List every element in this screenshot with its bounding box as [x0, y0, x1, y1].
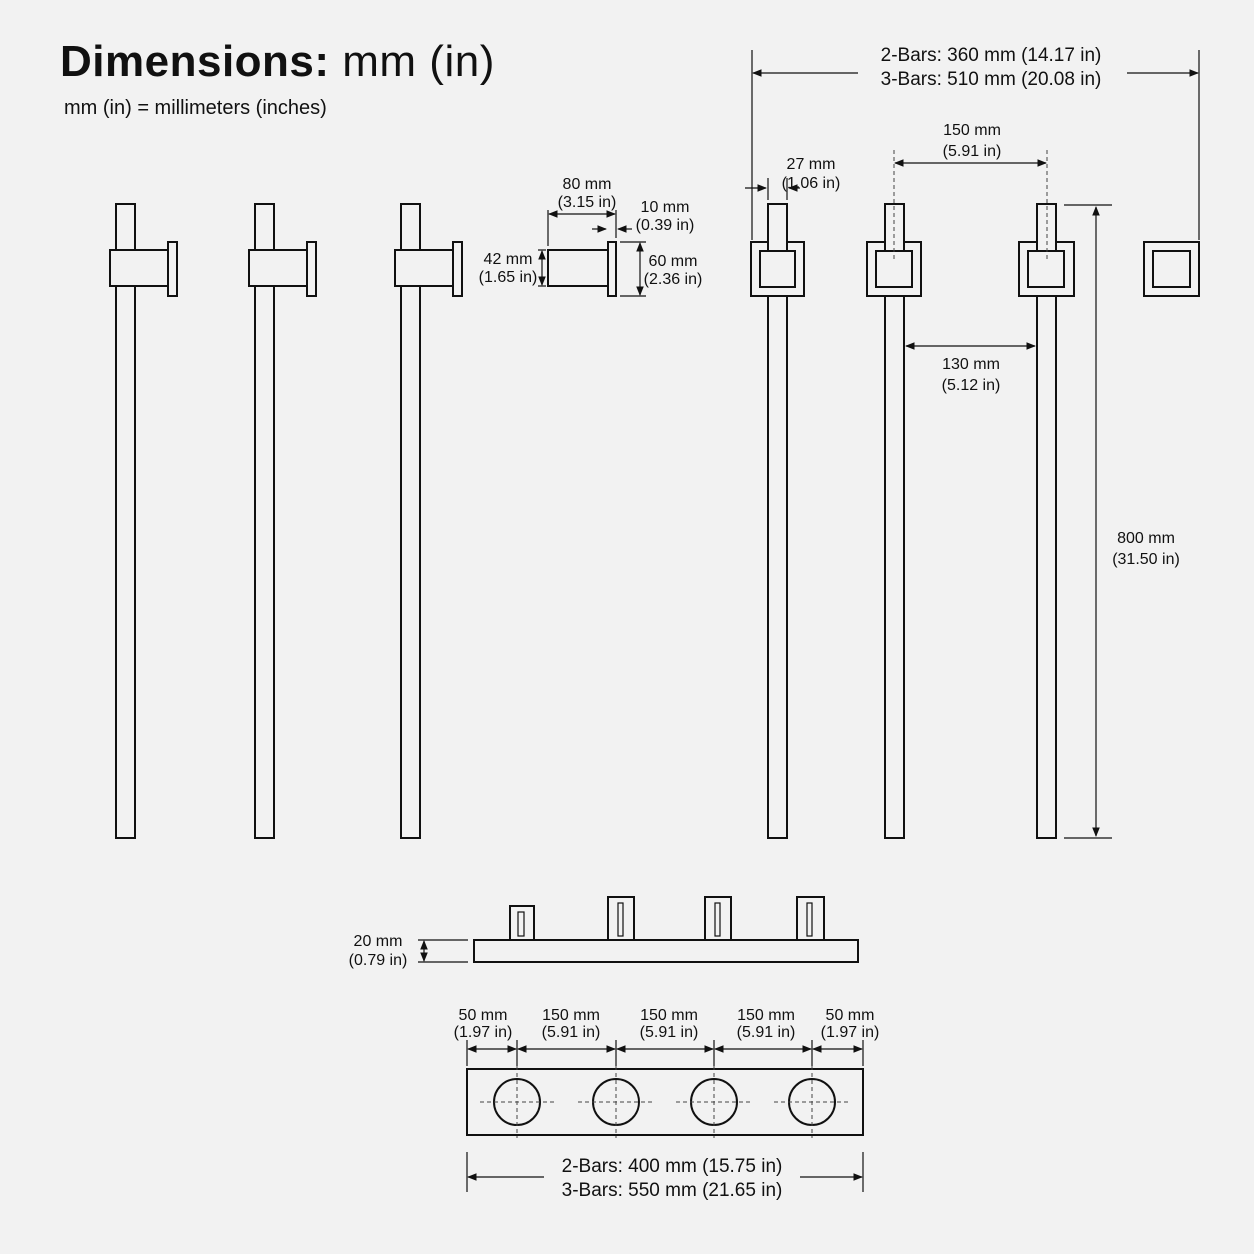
end-cap-view	[1143, 241, 1200, 297]
bar-spacing-in-label: (5.91 in)	[943, 143, 1002, 160]
bracket-depth-in-label: (3.15 in)	[558, 194, 617, 211]
side-view-bar-1	[109, 203, 178, 839]
bar-length-in-label: (31.50 in)	[1112, 551, 1180, 568]
overall-width-2bars-label: 2-Bars: 360 mm (14.17 in)	[881, 45, 1102, 66]
plate-thickness-mm-label: 20 mm	[354, 933, 403, 950]
plate-thickness-in-label: (0.79 in)	[349, 952, 408, 969]
overall-width-dimension	[751, 50, 1200, 240]
bar-spacing-mm-label: 150 mm	[943, 122, 1001, 139]
plate-spacing-2-in-label: (5.91 in)	[640, 1024, 699, 1041]
front-view-bar-2	[866, 203, 922, 839]
page-subtitle: mm (in) = millimeters (inches)	[64, 97, 327, 119]
plate-spacing-1-mm-label: 150 mm	[542, 1007, 600, 1024]
bar-width-mm-label: 27 mm	[787, 156, 836, 173]
front-view-bar-1	[750, 203, 805, 839]
bracket-height-mm-label: 42 mm	[484, 251, 533, 268]
plate-left-edge-mm-label: 50 mm	[459, 1007, 508, 1024]
plate-spacing-3-in-label: (5.91 in)	[737, 1024, 796, 1041]
plate-spacing-2-mm-label: 150 mm	[640, 1007, 698, 1024]
bar-gap-in-label: (5.12 in)	[942, 377, 1001, 394]
plate-front-view	[466, 1040, 864, 1192]
cap-thickness-in-label: (0.39 in)	[636, 217, 695, 234]
bracket-detail	[538, 210, 646, 297]
plate-spacing-1-in-label: (5.91 in)	[542, 1024, 601, 1041]
bracket-depth-mm-label: 80 mm	[563, 176, 612, 193]
front-view-bar-3	[1018, 203, 1075, 839]
bar-length-dimension	[1064, 204, 1112, 839]
plate-right-edge-in-label: (1.97 in)	[821, 1024, 880, 1041]
bar-gap-mm-label: 130 mm	[942, 356, 1000, 373]
title-unit: mm (in)	[342, 37, 495, 86]
title-main: Dimensions:	[60, 37, 330, 86]
bar-width-dimension	[745, 178, 800, 200]
plate-left-edge-in-label: (1.97 in)	[454, 1024, 513, 1041]
cap-height-mm-label: 60 mm	[649, 253, 698, 270]
bar-spacing-dimension	[893, 150, 1048, 262]
overall-width-3bars-label: 3-Bars: 510 mm (20.08 in)	[881, 69, 1102, 90]
plate-spacing-3-mm-label: 150 mm	[737, 1007, 795, 1024]
cap-height-in-label: (2.36 in)	[644, 271, 703, 288]
plate-right-edge-mm-label: 50 mm	[826, 1007, 875, 1024]
plate-width-3bars-label: 3-Bars: 550 mm (21.65 in)	[562, 1180, 783, 1201]
plate-side-view	[418, 896, 859, 963]
page-title: Dimensions: mm (in)	[60, 37, 495, 86]
side-view-bar-3	[394, 203, 463, 839]
plate-width-2bars-label: 2-Bars: 400 mm (15.75 in)	[562, 1156, 783, 1177]
bar-width-in-label: (1.06 in)	[782, 175, 841, 192]
side-view-bar-2	[248, 203, 317, 839]
bar-length-mm-label: 800 mm	[1117, 530, 1175, 547]
bracket-height-in-label: (1.65 in)	[479, 269, 538, 286]
cap-thickness-mm-label: 10 mm	[641, 199, 690, 216]
